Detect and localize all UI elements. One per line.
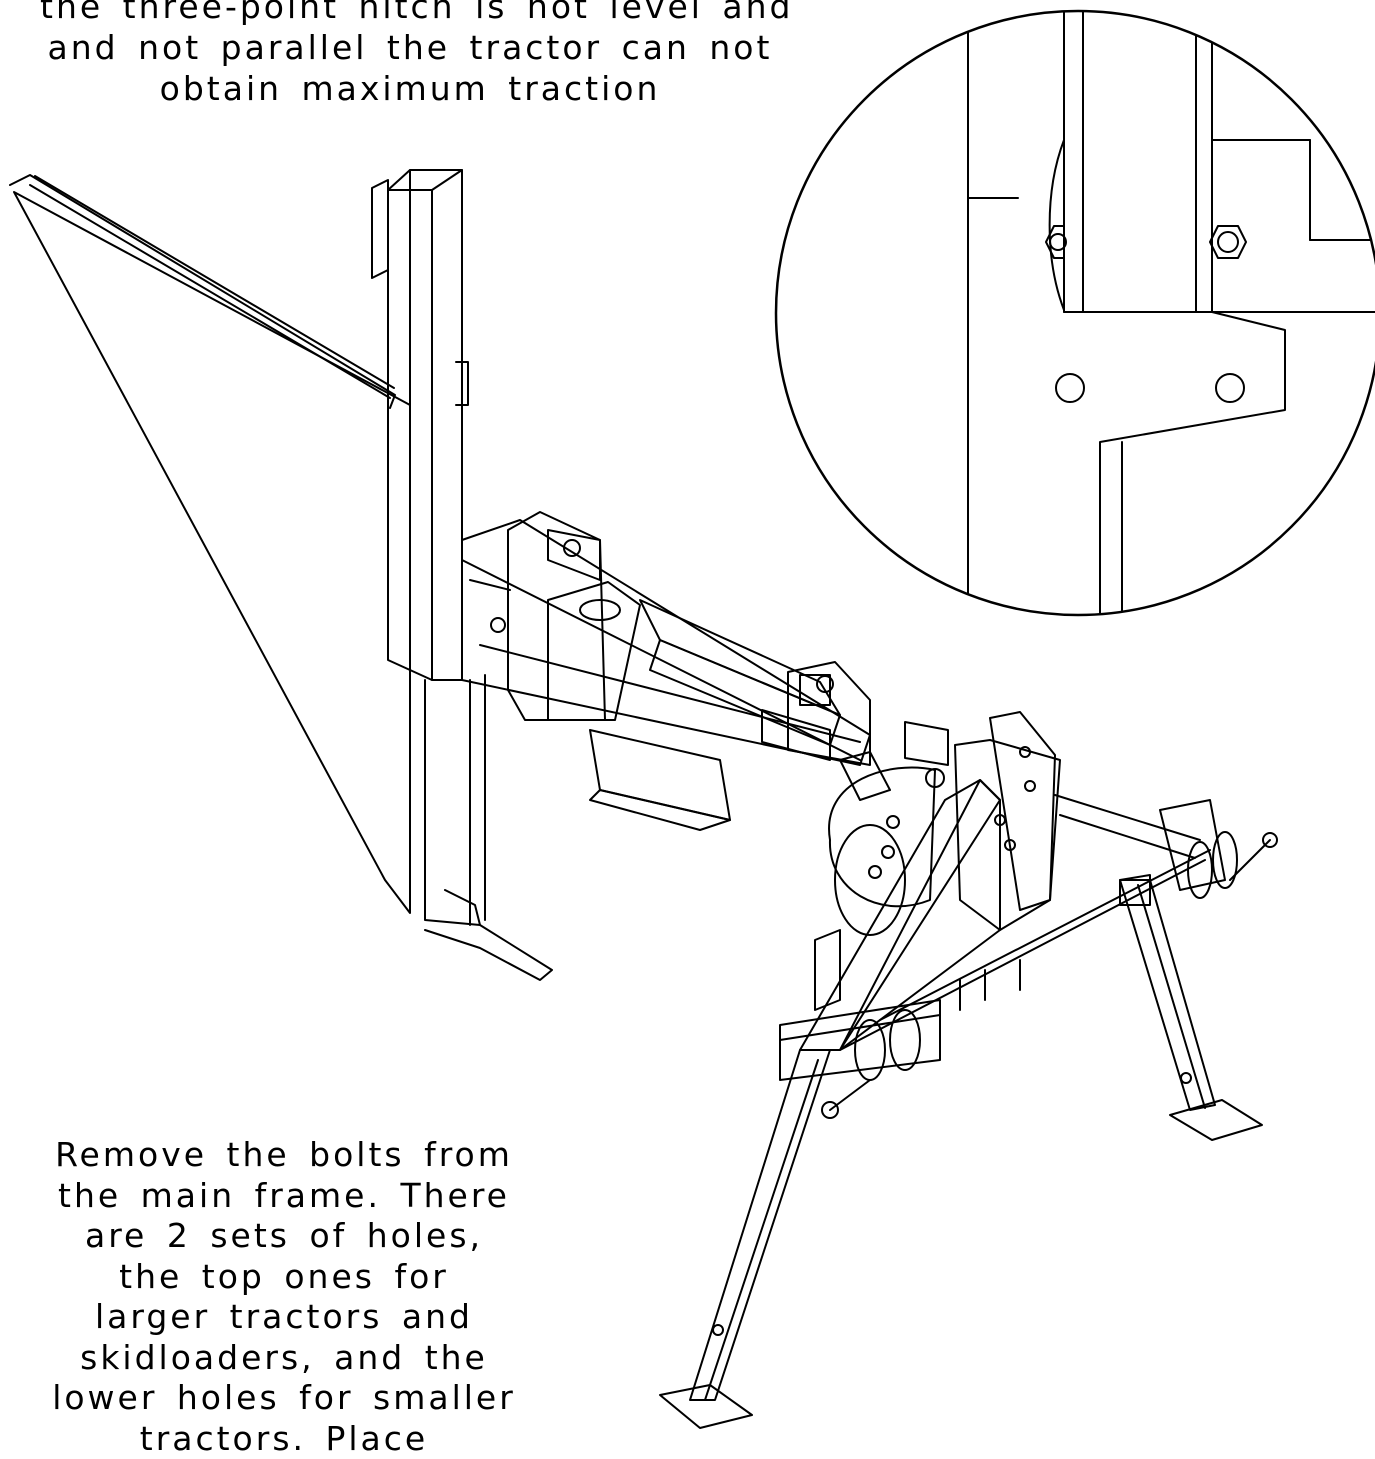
bottom-text-line-5: larger tractors and — [40, 1297, 528, 1338]
bottom-text-line-4: the top ones for — [40, 1257, 528, 1298]
bottom-text-line-2: the main frame. There — [40, 1176, 528, 1217]
bottom-text-line-1: Remove the bolts from — [40, 1135, 528, 1176]
hex-nut-right-icon — [1210, 226, 1246, 258]
hitch-cross-bar — [780, 800, 1277, 1118]
vertical-post — [372, 170, 468, 680]
bottom-text-line-8: tractors. Place — [40, 1419, 528, 1459]
bottom-text-line-6: skidloaders, and the — [40, 1338, 528, 1379]
detail-view-circle — [776, 0, 1375, 620]
bottom-text-line-7: lower holes for smaller — [40, 1378, 528, 1419]
boom-arm — [462, 512, 870, 830]
stabilizer-plate — [10, 175, 410, 913]
bottom-text-line-3: are 2 sets of holes, — [40, 1216, 528, 1257]
bottom-instruction-text: Remove the bolts from the main frame. Th… — [40, 1135, 528, 1459]
support-legs — [660, 880, 1262, 1428]
